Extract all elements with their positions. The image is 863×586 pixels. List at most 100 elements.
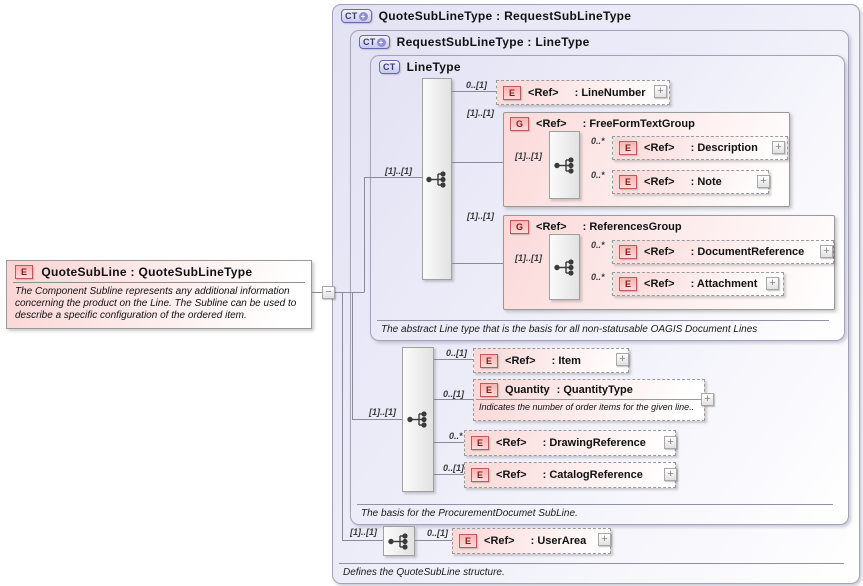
element-box-documentreference[interactable]: E <Ref> : DocumentReference <box>612 240 834 264</box>
element-badge: E <box>503 85 522 100</box>
group-badge: G <box>510 117 530 131</box>
element-box-note[interactable]: E <Ref> : Note <box>612 170 769 194</box>
complextype-badge: CT+ <box>359 35 390 49</box>
element-box-catalogreference[interactable]: E <Ref> : CatalogReference <box>464 462 676 488</box>
element-box-description[interactable]: E <Ref> : Description <box>612 136 788 160</box>
expand-button-attachment[interactable]: + <box>766 277 779 290</box>
expand-button-drawingreference[interactable]: + <box>664 436 677 449</box>
element-badge: E <box>459 534 478 548</box>
sequence-bar-referencesgroup <box>549 234 580 300</box>
element-name: <Ref> <box>644 142 675 154</box>
collapse-button[interactable]: − <box>322 286 335 299</box>
element-type: : Attachment <box>690 278 758 290</box>
element-badge: E <box>619 277 638 291</box>
sequence-icon <box>407 411 427 428</box>
group-name: <Ref> <box>536 118 567 130</box>
expand-icon[interactable]: + <box>376 37 386 47</box>
container-title: QuoteSubLineType : RequestSubLineType <box>378 9 632 23</box>
group-type: : FreeFormTextGroup <box>582 118 695 130</box>
complextype-badge-label: CT <box>383 62 396 72</box>
entity-title: QuoteSubLine : QuoteSubLineType <box>41 265 253 279</box>
element-box-linenumber[interactable]: E <Ref> : LineNumber <box>496 80 670 105</box>
group-name: <Ref> <box>536 221 567 233</box>
expand-button-item[interactable]: + <box>616 353 629 366</box>
element-box-userarea[interactable]: E <Ref> : UserArea <box>452 528 611 554</box>
cardinality-label-freeformtextgroup-seq: [1]..[1] <box>515 151 542 161</box>
cardinality-label-drawingreference: 0..* <box>449 431 463 441</box>
element-badge: E <box>471 468 490 482</box>
element-box-drawingreference[interactable]: E <Ref> : DrawingReference <box>464 430 676 456</box>
expand-button-catalogreference[interactable]: + <box>664 468 677 481</box>
cardinality-label-catalogreference: 0..[1] <box>443 463 465 473</box>
expand-button-note[interactable]: + <box>757 175 770 188</box>
element-name: <Ref> <box>644 246 675 258</box>
complextype-badge-label: CT <box>345 11 358 21</box>
container-linetype-header: CT LineType <box>371 56 844 77</box>
cardinality-label-quantity: 0..[1] <box>443 389 465 399</box>
container-quotesublinetype-annotation: Defines the QuoteSubLine structure. <box>339 563 844 581</box>
separator <box>13 282 305 283</box>
cardinality-label-description: 0..* <box>591 136 605 146</box>
container-linetype-annotation: The abstract Line type that is the basis… <box>377 320 829 338</box>
element-type: : CatalogReference <box>542 469 643 481</box>
group-header: G <Ref> : ReferencesGroup <box>504 216 834 238</box>
element-type: : Description <box>690 142 758 154</box>
container-title: RequestSubLineType : LineType <box>396 35 590 49</box>
cardinality-label-documentreference: 0..* <box>591 240 605 250</box>
element-name: <Ref> <box>496 469 527 481</box>
cardinality-label-item: 0..[1] <box>446 348 468 358</box>
sequence-icon <box>553 258 574 276</box>
expand-button-linenumber[interactable]: + <box>654 85 667 98</box>
element-badge: E <box>471 436 490 450</box>
complextype-badge-label: CT <box>363 37 376 47</box>
complextype-badge: CT+ <box>341 9 372 23</box>
element-name: <Ref> <box>505 354 536 367</box>
element-box-item[interactable]: E <Ref> : Item <box>473 348 629 373</box>
sequence-bar-linetype <box>422 78 452 280</box>
element-type: : DocumentReference <box>690 246 805 258</box>
cardinality-label-linetype-seq: [1]..[1] <box>385 166 412 176</box>
complextype-badge: CT <box>379 60 400 74</box>
element-badge: E <box>480 353 499 368</box>
element-badge: E <box>15 265 34 279</box>
expand-button-userarea[interactable]: + <box>598 533 611 546</box>
element-name: <Ref> <box>528 86 559 99</box>
expand-button-documentreference[interactable]: + <box>820 245 833 258</box>
element-name: <Ref> <box>496 437 527 449</box>
group-type: : ReferencesGroup <box>582 221 682 233</box>
element-badge: E <box>480 383 499 397</box>
element-type: : Item <box>551 354 581 367</box>
sequence-icon <box>426 170 446 188</box>
sequence-bar-freeformtextgroup <box>549 131 580 199</box>
element-box-attachment[interactable]: E <Ref> : Attachment <box>612 272 784 296</box>
cardinality-label-bottom-seq: [1]..[1] <box>350 527 377 537</box>
sequence-bar-requestsubline <box>402 347 434 492</box>
container-requestsublinetype-annotation: The basis for the ProcurementDocumet Sub… <box>357 504 833 522</box>
cardinality-label-mid-seq: [1]..[1] <box>369 407 396 417</box>
entity-annotation: The Component Subline represents any add… <box>15 286 297 321</box>
element-name: <Ref> <box>644 176 675 188</box>
container-title: LineType <box>406 60 461 74</box>
cardinality-label-referencesgroup: [1]..[1] <box>467 211 494 221</box>
cardinality-label-linenumber: 0..[1] <box>466 80 488 90</box>
element-badge: E <box>619 175 638 189</box>
element-badge: E <box>619 245 638 259</box>
element-badge: E <box>619 141 638 155</box>
cardinality-label-referencesgroup-seq: [1]..[1] <box>515 253 542 263</box>
element-name: <Ref> <box>644 278 675 290</box>
expand-button-description[interactable]: + <box>772 141 785 154</box>
cardinality-label-userarea: 0..[1] <box>427 528 449 538</box>
cardinality-label-note: 0..* <box>591 170 605 180</box>
group-badge: G <box>510 220 530 234</box>
element-type: : Note <box>690 176 722 188</box>
expand-icon[interactable]: + <box>358 11 368 21</box>
entity-box-quotesubline[interactable]: E QuoteSubLine : QuoteSubLineType The Co… <box>6 260 312 329</box>
element-annotation: Indicates the number of order items for … <box>476 399 702 414</box>
element-box-quantity[interactable]: E Quantity : QuantityType Indicates the … <box>473 379 705 421</box>
container-quotesublinetype-header: CT+ QuoteSubLineType : RequestSubLineTyp… <box>333 5 859 26</box>
cardinality-label-attachment: 0..* <box>591 272 605 282</box>
sequence-icon <box>553 156 574 174</box>
expand-button-quantity[interactable]: + <box>701 393 714 406</box>
cardinality-label-freeformtextgroup: [1]..[1] <box>467 108 494 118</box>
